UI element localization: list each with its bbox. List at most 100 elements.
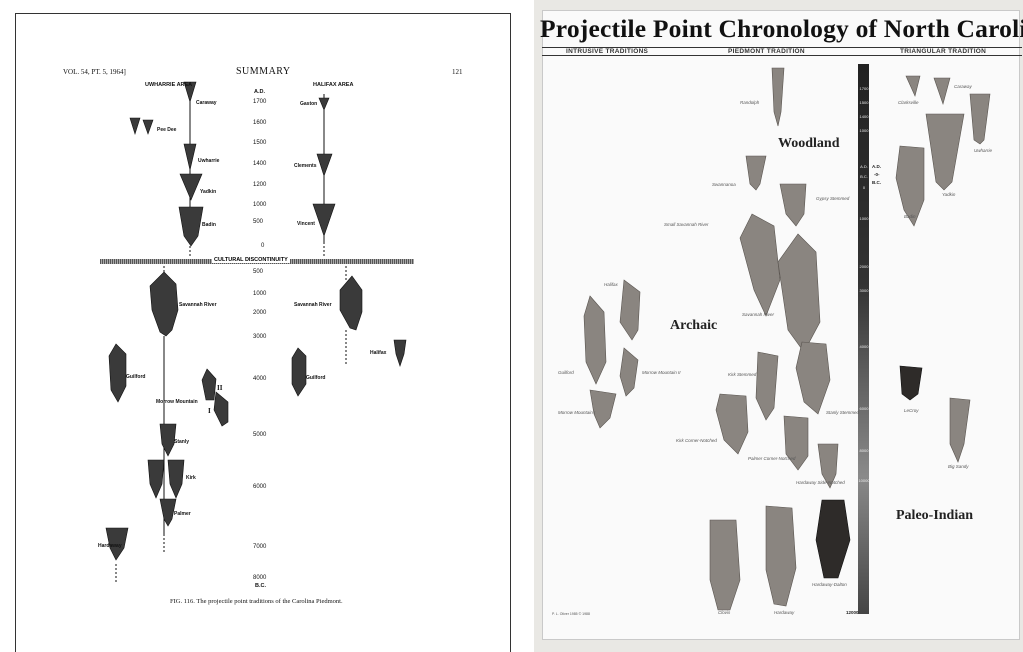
- morrow-i-poster-icon: [590, 390, 616, 428]
- label-uwharrie-poster: Uwharrie: [974, 148, 992, 153]
- savannah-river-halifax-point-icon: [340, 276, 362, 330]
- period-archaic: Archaic: [670, 318, 717, 334]
- label-uwharrie: Uwharrie: [198, 158, 219, 164]
- tick-ad-1200: 1200: [253, 182, 266, 188]
- label-halifax-poster: Halifax: [604, 282, 618, 287]
- morrow-mountain-ii-point-icon: [202, 369, 216, 400]
- label-kirk-corner: Kirk Corner-Notched: [676, 438, 717, 443]
- label-halifax: Halifax: [370, 350, 386, 356]
- scale-bc: B.C.: [854, 174, 874, 179]
- savannah-river-point-icon: [150, 272, 178, 336]
- stanly-poster-icon: [796, 342, 830, 414]
- label-small-savannah: Small Savannah River: [664, 222, 709, 227]
- label-morrow-ii-poster: Morrow Mountain II: [642, 370, 681, 375]
- tick-bc-1000: 1000: [253, 291, 266, 297]
- tick-bc-500: 500: [253, 269, 263, 275]
- label-guilford-poster: Guilford: [558, 370, 574, 375]
- clarksville-poster-icon: [906, 76, 920, 96]
- tick-ad-1400: 1400: [253, 161, 266, 167]
- label-morrow-ii: II: [217, 384, 222, 392]
- bc-label: B.C.: [255, 583, 266, 589]
- tick-bc-7000: 7000: [253, 544, 266, 550]
- label-savannah-river-left: Savannah River: [179, 302, 217, 308]
- clements-point-icon: [317, 154, 332, 176]
- vincent-point-icon: [313, 204, 335, 236]
- palmer-poster-icon: [784, 416, 808, 470]
- swannanoa-point-icon: [746, 156, 766, 190]
- tick-bc-2000: 2000: [253, 310, 266, 316]
- label-hardaway: Hardaway: [98, 543, 122, 549]
- book-page: VOL. 54, PT. 5, 1964] SUMMARY 121 UWHARR…: [15, 13, 511, 652]
- small-savannah-point-icon: [740, 214, 780, 316]
- kirk-corner-poster-icon: [716, 394, 748, 454]
- tick-bc-8000: 8000: [253, 575, 266, 581]
- randolph-point-icon: [772, 68, 784, 126]
- kirk-stemmed-poster-icon: [756, 352, 778, 420]
- badin-point-icon: [179, 207, 203, 246]
- label-guilford-right: Guilford: [306, 375, 325, 381]
- tick-ad-1500: 1500: [253, 140, 266, 146]
- page-number: 121: [452, 68, 463, 76]
- book-figure-drawing: [16, 14, 511, 652]
- label-morrow-i: I: [208, 407, 211, 415]
- uwharrie-area-label: UWHARRIE AREA: [145, 82, 192, 88]
- label-clarksville: Clarksville: [898, 100, 919, 105]
- poster-credit: P. L. Oliver 1985 © 1988: [552, 612, 590, 616]
- label-big-sandy: Big Sandy: [948, 464, 969, 469]
- label-randolph: Randolph: [740, 100, 759, 105]
- kirk-point-icon: [148, 460, 164, 498]
- label-stanly-poster: Stanly Stemmed: [826, 410, 859, 415]
- label-pee-dee: Pee Dee: [157, 127, 176, 133]
- label-morrow-mountain: Morrow Mountain: [156, 399, 198, 405]
- label-kirk: Kirk: [186, 475, 196, 481]
- hardaway-dalton-poster-icon: [816, 500, 850, 578]
- label-swannanoa: Swannanoa: [712, 182, 736, 187]
- tick-bc-5000: 5000: [253, 432, 266, 438]
- tick-bc-3000: 3000: [253, 334, 266, 340]
- label-badin: Badin: [202, 222, 216, 228]
- label-caraway: Caraway: [196, 100, 217, 106]
- gaston-point-icon: [319, 98, 329, 110]
- scale-2000: 2000: [854, 264, 874, 269]
- caraway-poster-icon: [934, 78, 950, 104]
- halifax-point-icon: [394, 340, 406, 366]
- period-woodland: Woodland: [778, 136, 839, 152]
- label-guilford-left: Guilford: [126, 374, 145, 380]
- label-palmer-poster: Palmer Corner-Notched: [748, 456, 795, 461]
- label-yadkin-poster: Yadkin: [942, 192, 955, 197]
- label-kirk-stemmed: Kirk Stemmed: [728, 372, 756, 377]
- uwharrie-point-icon: [184, 144, 196, 170]
- side-bc: B.C.: [872, 180, 881, 185]
- side-zero: -0-: [874, 172, 880, 177]
- cultural-discontinuity-label: CULTURAL DISCONTINUITY: [212, 257, 290, 263]
- label-gaston: Gaston: [300, 101, 317, 107]
- tradition-piedmont: PIEDMONT TRADITION: [728, 48, 805, 55]
- scale-8000: 8000: [854, 448, 874, 453]
- label-palmer: Palmer: [174, 511, 191, 517]
- label-lecroy: LeCroy: [904, 408, 919, 413]
- lecroy-poster-icon: [900, 366, 922, 400]
- gypsy-point-icon: [780, 184, 806, 226]
- tick-ad-1000: 1000: [253, 202, 266, 208]
- savannah-river-poster-icon: [778, 234, 820, 352]
- label-savannah: Savannah River: [742, 312, 774, 317]
- yadkin-poster-icon: [926, 114, 964, 190]
- label-clements: Clements: [294, 163, 317, 169]
- scale-0: 0: [854, 185, 874, 190]
- label-hardaway-dalton: Hardaway-Dalton: [812, 582, 847, 587]
- scale-ad: A.D.: [854, 164, 874, 169]
- scale-1500: 1500: [854, 100, 874, 105]
- label-caraway-poster: Caraway: [954, 84, 972, 89]
- figure-caption: FIG. 116. The projectile point tradition…: [170, 598, 343, 605]
- label-morrow-i-poster: Morrow Mountain I: [558, 410, 595, 415]
- label-yadkin: Yadkin: [200, 189, 216, 195]
- scale-1400: 1400: [854, 114, 874, 119]
- label-gypsy: Gypsy Stemmed: [816, 196, 849, 201]
- tradition-triangular: TRIANGULAR TRADITION: [900, 48, 986, 55]
- clovis-poster-icon: [710, 520, 740, 610]
- label-badin-poster: Badin: [904, 214, 916, 219]
- tradition-intrusive: INTRUSIVE TRADITIONS: [566, 48, 648, 55]
- side-ad: A.D.: [872, 164, 881, 169]
- page-header-title: SUMMARY: [236, 66, 291, 77]
- morrow-mountain-i-point-icon: [214, 392, 228, 426]
